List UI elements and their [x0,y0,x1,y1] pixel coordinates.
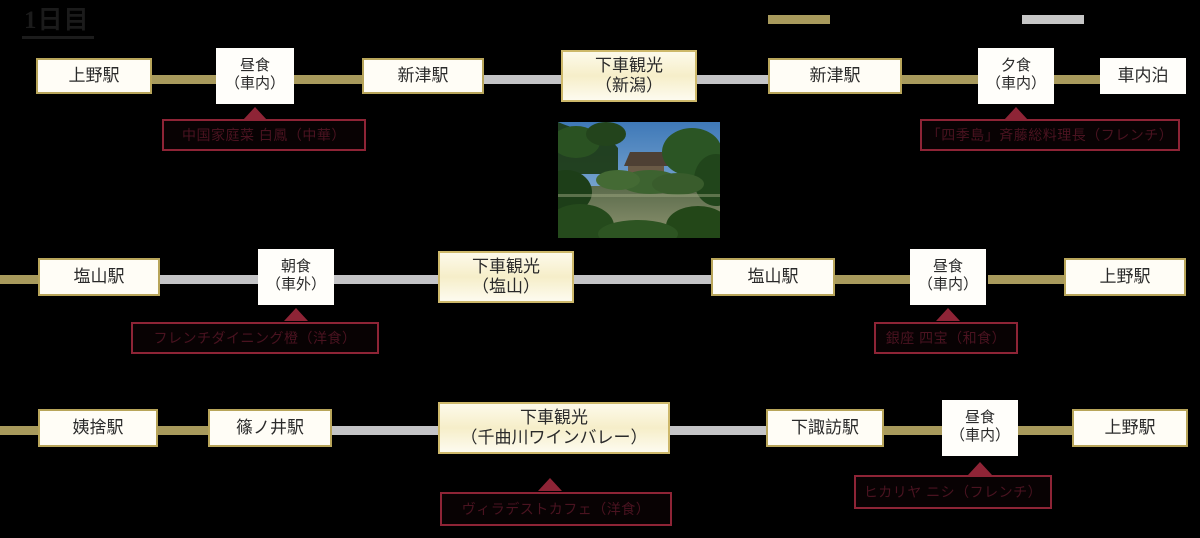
node-r1n1[interactable]: 上野駅 [36,58,152,94]
node-r1n3[interactable]: 新津駅 [362,58,484,94]
node-line: （車内） [224,76,285,92]
node-line: 昼食 [932,259,963,276]
node-line: 姨捨駅 [72,417,124,437]
node-r3n6[interactable]: 上野駅 [1072,409,1188,447]
node-r1n4[interactable]: 下車観光 （新潟） [561,50,697,102]
node-line: （車内） [917,277,978,293]
node-r2n4[interactable]: 塩山駅 [711,258,835,296]
callout-r1c2: 「四季島」斉藤総料理長（フレンチ） [920,119,1180,151]
node-line: （千曲川ワインバレー） [460,428,648,447]
page-title: 1日目 [22,7,94,40]
connector-r3-5 [1012,426,1076,435]
node-r3n2[interactable]: 篠ノ井駅 [208,409,332,447]
node-line: 新津駅 [809,65,861,85]
connector-r1-2 [292,75,364,84]
connector-r2-4 [830,275,914,284]
connector-r2-3 [570,275,716,284]
node-r2n6[interactable]: 上野駅 [1064,258,1186,296]
node-r1n7[interactable]: 車内泊 [1100,58,1186,94]
node-line: （塩山） [472,277,540,296]
callout-text: 「四季島」斉藤総料理長（フレンチ） [926,127,1174,143]
legend-swatch-bus [1022,15,1084,24]
node-r2n3[interactable]: 下車観光 （塩山） [438,251,574,303]
connector-r3-0 [0,426,42,435]
node-line: 下車観光 [595,55,663,75]
callout-r2c1: フレンチダイニング橙（洋食） [131,322,379,354]
connector-r2-2 [330,275,442,284]
callout-text: ヴィラデストカフェ（洋食） [461,501,651,517]
node-line: （車外） [265,277,326,293]
node-r3n5[interactable]: 昼食 （車内） [942,400,1018,456]
connector-r3-1 [158,426,218,435]
connector-r1-6 [1050,75,1102,84]
connector-r1-1 [150,75,218,84]
node-line: 朝食 [280,259,311,276]
callout-pointer-r1c1 [243,107,267,120]
node-line: 塩山駅 [73,266,125,286]
node-line: 昼食 [239,58,270,75]
node-r2n1[interactable]: 塩山駅 [38,258,160,296]
callout-r3c2: ヒカリヤ ニシ（フレンチ） [854,475,1052,509]
node-line: （車内） [985,76,1046,92]
garden-photo [558,122,720,238]
callout-pointer-r3c1 [538,478,562,491]
node-line: （車内） [949,428,1010,444]
node-r3n3[interactable]: 下車観光 （千曲川ワインバレー） [438,402,670,454]
node-line: 下車観光 [472,256,540,276]
node-line: 塩山駅 [747,266,799,286]
node-r3n1[interactable]: 姨捨駅 [38,409,158,447]
connector-r2-5 [988,275,1068,284]
callout-r2c2: 銀座 四宝（和食） [874,322,1018,354]
legend-swatch-train [768,15,830,24]
node-line: 上野駅 [68,65,120,85]
callout-pointer-r2c1 [284,308,308,321]
node-r3n4[interactable]: 下諏訪駅 [766,409,884,447]
connector-r1-5 [900,75,980,84]
callout-text: 中国家庭菜 白鳳（中華） [182,127,346,143]
node-line: 篠ノ井駅 [236,417,304,437]
connector-r1-4 [694,75,770,84]
connector-r3-2 [330,426,440,435]
callout-r1c1: 中国家庭菜 白鳳（中華） [162,119,366,151]
node-r1n2[interactable]: 昼食 （車内） [216,48,294,104]
connector-r2-0 [0,275,42,284]
callout-pointer-r2c2 [936,308,960,321]
callout-text: フレンチダイニング橙（洋食） [153,330,357,346]
callout-text: 銀座 四宝（和食） [885,330,1007,346]
callout-pointer-r1c2 [1004,107,1028,120]
callout-r3c1: ヴィラデストカフェ（洋食） [440,492,672,526]
node-line: 上野駅 [1099,266,1151,286]
node-line: 下車観光 [520,407,588,427]
connector-r3-4 [880,426,946,435]
node-r2n5[interactable]: 昼食 （車内） [910,249,986,305]
connector-r1-3 [481,75,563,84]
node-r2n2[interactable]: 朝食 （車外） [258,249,334,305]
node-line: 夕食 [1000,58,1031,75]
node-line: 新津駅 [397,65,449,85]
node-line: 上野駅 [1104,417,1156,437]
node-line: 車内泊 [1117,65,1169,85]
callout-text: ヒカリヤ ニシ（フレンチ） [863,484,1043,500]
node-line: 昼食 [964,410,995,427]
connector-r3-3 [670,426,772,435]
connector-r2-1 [160,275,264,284]
node-r1n5[interactable]: 新津駅 [768,58,902,94]
node-r1n6[interactable]: 夕食 （車内） [978,48,1054,104]
node-line: 下諏訪駅 [791,417,859,437]
node-line: （新潟） [595,76,663,95]
callout-pointer-r3c2 [968,462,992,475]
